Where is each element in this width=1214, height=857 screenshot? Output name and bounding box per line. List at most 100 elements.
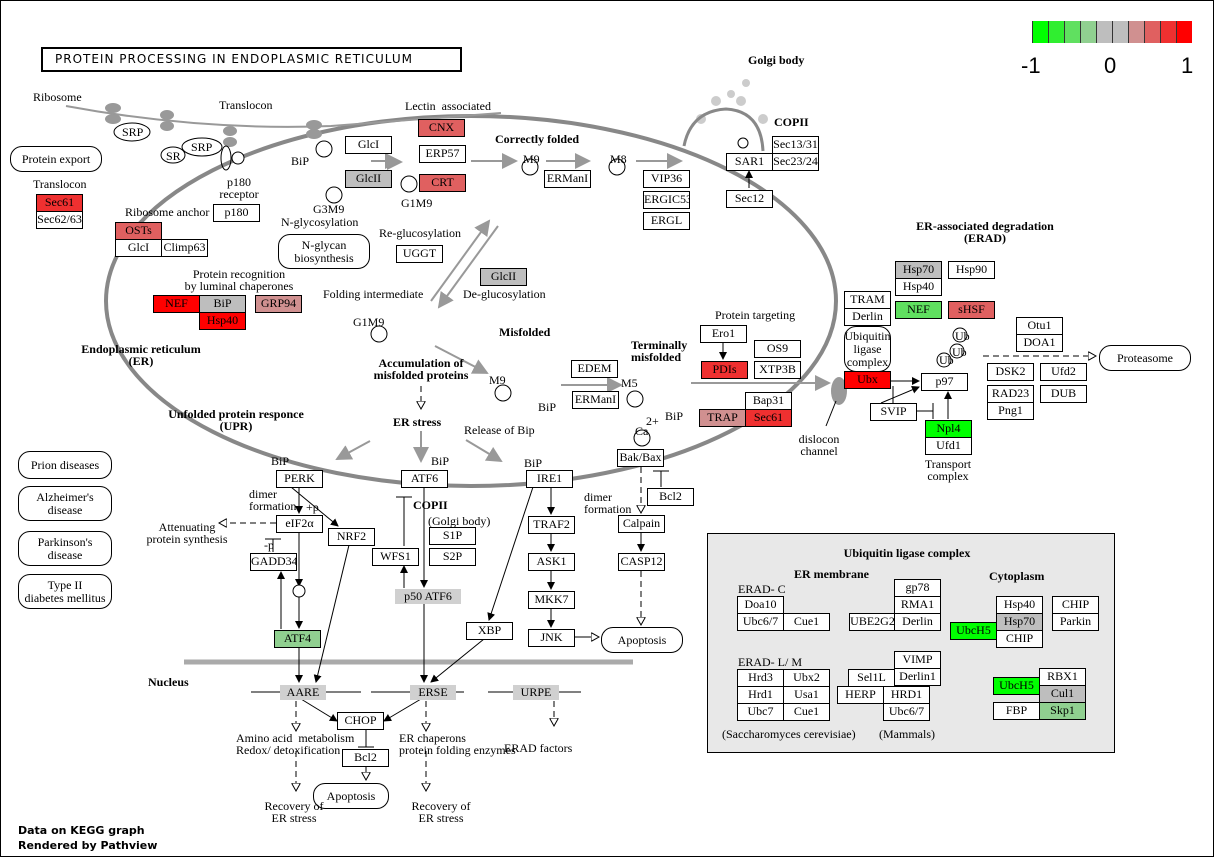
map-link-parkinson[interactable]: Parkinson's disease bbox=[18, 531, 112, 566]
gene-node-hsp70-a[interactable]: Hsp70 bbox=[895, 261, 942, 279]
gene-node-ubc67-b[interactable]: Ubc6/7 bbox=[883, 703, 930, 721]
gene-node-ergl[interactable]: ERGL bbox=[643, 212, 690, 230]
gene-node-glci-b[interactable]: GlcI bbox=[345, 136, 392, 154]
gene-node-osts[interactable]: OSTs bbox=[115, 222, 162, 240]
gene-node-cnx[interactable]: CNX bbox=[418, 119, 465, 137]
gene-node-hrd1-a[interactable]: Hrd1 bbox=[737, 686, 784, 704]
gene-node-nef-b[interactable]: NEF bbox=[895, 301, 942, 319]
gene-node-sec12[interactable]: Sec12 bbox=[726, 190, 773, 208]
gene-node-fbp[interactable]: FBP bbox=[993, 702, 1040, 720]
gene-node-doa1[interactable]: DOA1 bbox=[1016, 334, 1063, 352]
gene-node-gp78[interactable]: gp78 bbox=[894, 579, 941, 597]
gene-node-hsp70-c[interactable]: Hsp70 bbox=[996, 613, 1043, 631]
gene-node-shsf[interactable]: sHSF bbox=[948, 301, 995, 319]
gene-node-rad23[interactable]: RAD23 bbox=[987, 385, 1034, 403]
gene-node-hrd3[interactable]: Hrd3 bbox=[737, 669, 784, 687]
gene-node-trap[interactable]: TRAP bbox=[699, 409, 746, 427]
gene-node-derlin1[interactable]: Derlin1 bbox=[894, 668, 941, 686]
gene-node-pdis[interactable]: PDIs bbox=[701, 361, 748, 379]
gene-node-hsp90[interactable]: Hsp90 bbox=[948, 261, 995, 279]
gene-node-glcii-b[interactable]: GlcII bbox=[480, 268, 527, 286]
gene-node-dub[interactable]: DUB bbox=[1040, 385, 1087, 403]
gene-node-sec2324[interactable]: Sec23/24 bbox=[772, 153, 819, 171]
gene-node-bip-a[interactable]: BiP bbox=[199, 295, 246, 313]
gene-node-parkin[interactable]: Parkin bbox=[1052, 613, 1099, 631]
gene-node-hrd1-b[interactable]: HRD1 bbox=[883, 686, 930, 704]
gene-node-uggt[interactable]: UGGT bbox=[396, 245, 443, 263]
gene-node-ubch5-a[interactable]: UbcH5 bbox=[950, 622, 997, 640]
gene-node-chop[interactable]: CHOP bbox=[337, 712, 384, 730]
gene-node-ufd2[interactable]: Ufd2 bbox=[1040, 363, 1087, 381]
gene-node-mkk7[interactable]: MKK7 bbox=[528, 591, 575, 609]
gene-node-p180[interactable]: p180 bbox=[213, 204, 260, 222]
gene-node-sar1[interactable]: SAR1 bbox=[726, 153, 773, 171]
gene-node-sec6263[interactable]: Sec62/63 bbox=[36, 211, 83, 229]
gene-node-eif2a[interactable]: eIF2α bbox=[276, 515, 323, 533]
gene-node-usa1[interactable]: Usa1 bbox=[783, 686, 830, 704]
map-link-t2dm[interactable]: Type II diabetes mellitus bbox=[18, 574, 112, 609]
gene-node-xbp[interactable]: XBP bbox=[466, 622, 513, 640]
gene-node-s2p[interactable]: S2P bbox=[429, 548, 476, 566]
gene-node-skp1[interactable]: Skp1 bbox=[1039, 702, 1086, 720]
gene-node-bap31[interactable]: Bap31 bbox=[745, 392, 792, 410]
gene-node-p50atf6[interactable]: p50 ATF6 bbox=[395, 589, 461, 604]
gene-node-ube2g2[interactable]: UBE2G2 bbox=[849, 613, 896, 631]
gene-node-jnk[interactable]: JNK bbox=[528, 629, 575, 647]
gene-node-ermani-b[interactable]: ERManI bbox=[572, 391, 619, 409]
gene-node-rbx1[interactable]: RBX1 bbox=[1039, 668, 1086, 686]
gene-node-png1[interactable]: Png1 bbox=[987, 402, 1034, 420]
gene-node-casp12[interactable]: CASP12 bbox=[618, 553, 665, 571]
gene-node-sel1l[interactable]: Sel1L bbox=[848, 669, 895, 687]
gene-node-ubx2[interactable]: Ubx2 bbox=[783, 669, 830, 687]
gene-node-erse[interactable]: ERSE bbox=[410, 685, 456, 700]
gene-node-vip36[interactable]: VIP36 bbox=[643, 170, 690, 188]
gene-node-ask1[interactable]: ASK1 bbox=[528, 553, 575, 571]
map-link-alzheimer[interactable]: Alzheimer's disease bbox=[18, 486, 112, 521]
gene-node-p97[interactable]: p97 bbox=[921, 373, 968, 391]
gene-node-perk[interactable]: PERK bbox=[276, 470, 323, 488]
gene-node-derlin-b[interactable]: Derlin bbox=[894, 613, 941, 631]
gene-node-hsp40-c[interactable]: Hsp40 bbox=[996, 596, 1043, 614]
gene-node-gadd34[interactable]: GADD34 bbox=[250, 553, 297, 571]
gene-node-erp57[interactable]: ERP57 bbox=[419, 145, 466, 163]
gene-node-ubx[interactable]: Ubx bbox=[844, 371, 891, 389]
map-link-apoptosis-a[interactable]: Apoptosis bbox=[601, 627, 683, 653]
gene-node-bcl2-b[interactable]: Bcl2 bbox=[342, 749, 389, 767]
map-link-prion[interactable]: Prion diseases bbox=[18, 451, 112, 479]
gene-node-cul1[interactable]: Cul1 bbox=[1039, 685, 1086, 703]
gene-node-ero1[interactable]: Ero1 bbox=[700, 325, 747, 343]
gene-node-npl4[interactable]: Npl4 bbox=[925, 420, 972, 438]
gene-node-nrf2[interactable]: NRF2 bbox=[328, 528, 375, 546]
gene-node-chip-a[interactable]: CHIP bbox=[996, 630, 1043, 648]
map-link-proteasome[interactable]: Proteasome bbox=[1099, 345, 1191, 371]
gene-node-atf4[interactable]: ATF4 bbox=[274, 630, 321, 648]
gene-node-grp94[interactable]: GRP94 bbox=[255, 295, 302, 313]
gene-node-herp[interactable]: HERP bbox=[837, 686, 884, 704]
gene-node-os9[interactable]: OS9 bbox=[754, 340, 801, 358]
gene-node-calpain[interactable]: Calpain bbox=[618, 515, 665, 533]
gene-node-climp63[interactable]: Climp63 bbox=[161, 239, 208, 257]
gene-node-aare[interactable]: AARE bbox=[280, 685, 326, 700]
map-link-nglycan[interactable]: N-glycan biosynthesis bbox=[278, 234, 370, 269]
gene-node-ubc7[interactable]: Ubc7 bbox=[737, 703, 784, 721]
gene-node-ergic53[interactable]: ERGIC53 bbox=[643, 191, 690, 209]
gene-node-derlin-a[interactable]: Derlin bbox=[844, 308, 891, 326]
gene-node-hsp40-b[interactable]: Hsp40 bbox=[895, 278, 942, 296]
gene-node-xtp3b[interactable]: XTP3B bbox=[754, 361, 801, 379]
gene-node-svip[interactable]: SVIP bbox=[870, 403, 917, 421]
gene-node-sec61b[interactable]: Sec61 bbox=[745, 409, 792, 427]
gene-node-doa10[interactable]: Doa10 bbox=[737, 596, 784, 614]
gene-node-sec1331[interactable]: Sec13/31 bbox=[772, 136, 819, 154]
gene-node-traf2[interactable]: TRAF2 bbox=[528, 516, 575, 534]
gene-node-nef-a[interactable]: NEF bbox=[153, 295, 200, 313]
gene-node-cue1-a[interactable]: Cue1 bbox=[783, 613, 830, 631]
gene-node-ermani-a[interactable]: ERManI bbox=[544, 170, 591, 188]
gene-node-ire1[interactable]: IRE1 bbox=[526, 470, 573, 488]
gene-node-s1p[interactable]: S1P bbox=[429, 527, 476, 545]
gene-node-ufd1[interactable]: Ufd1 bbox=[925, 437, 972, 455]
gene-node-vimp[interactable]: VIMP bbox=[894, 651, 941, 669]
gene-node-atf6[interactable]: ATF6 bbox=[401, 470, 448, 488]
gene-node-ubc67-a[interactable]: Ubc6/7 bbox=[737, 613, 784, 631]
gene-node-hsp40-a[interactable]: Hsp40 bbox=[199, 312, 246, 330]
map-link-protein-export[interactable]: Protein export bbox=[10, 146, 102, 172]
